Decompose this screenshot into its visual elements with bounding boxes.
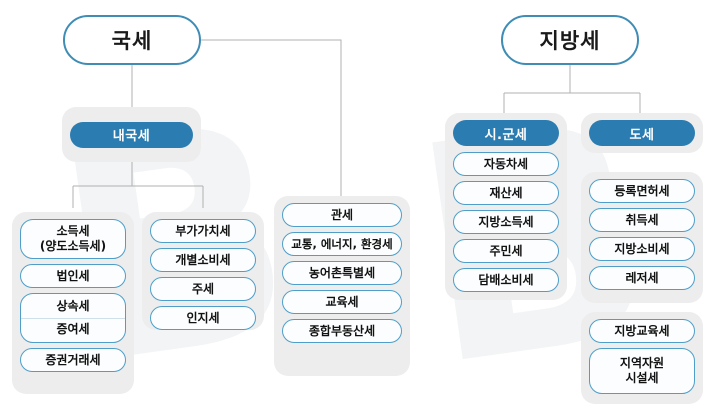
leaf-item[interactable]: 자동차세	[453, 152, 559, 176]
leaf-label: 종합부동산세	[308, 323, 376, 338]
group-panel-internal-col-2: 부가가치세 개별소비세 주세 인지세	[142, 212, 264, 330]
root-label: 지방세	[539, 29, 601, 53]
leaf-item[interactable]: 취득세	[589, 208, 695, 232]
leaf-label: 취득세	[625, 212, 659, 227]
leaf-item[interactable]: 인지세	[150, 306, 256, 330]
leaf-item[interactable]: 소득세 (양도소득세)	[20, 219, 126, 259]
leaf-item[interactable]: 지방교육세	[589, 319, 695, 343]
leaf-item[interactable]: 주민세	[453, 239, 559, 263]
leaf-label: 지방소득세	[478, 214, 534, 229]
leaf-item[interactable]: 교통, 에너지, 환경세	[282, 232, 402, 256]
leaf-label: 교통, 에너지, 환경세	[291, 236, 393, 251]
leaf-item[interactable]: 부가가치세	[150, 219, 256, 243]
leaf-label: 개별소비세	[175, 252, 231, 267]
leaf-label: 농어촌특별세	[308, 265, 376, 280]
leaf-item-split[interactable]: 상속세 증여세	[20, 293, 126, 343]
leaf-label: 인지세	[186, 310, 220, 325]
leaf-label: 레저세	[625, 270, 659, 285]
leaf-label: 상속세	[56, 299, 90, 314]
leaf-label: 재산세	[489, 185, 523, 200]
section-panel-internal-header: 내국세	[62, 107, 201, 162]
section-header-internal-tax[interactable]: 내국세	[70, 121, 193, 148]
leaf-label: 등록면허세	[614, 183, 670, 198]
leaf-label: (양도소득세)	[39, 239, 107, 253]
section-header-label: 시.군세	[484, 127, 528, 143]
leaf-label: 소득세	[56, 224, 90, 238]
leaf-label: 부가가치세	[175, 223, 231, 238]
leaf-label: 법인세	[56, 268, 90, 283]
leaf-label: 시설세	[625, 371, 659, 385]
leaf-item[interactable]: 법인세	[20, 264, 126, 288]
leaf-item[interactable]: 담배소비세	[453, 268, 559, 292]
group-panel-province-header: 도세	[581, 113, 703, 153]
group-panel-city-county: 시.군세 자동차세 재산세 지방소득세 주민세 담배소비세	[445, 113, 567, 300]
root-box-national[interactable]: 국세	[63, 15, 201, 65]
leaf-item[interactable]: 지역자원 시설세	[589, 348, 695, 394]
leaf-item[interactable]: 등록면허세	[589, 179, 695, 203]
section-header-province-tax[interactable]: 도세	[589, 120, 695, 146]
group-panel-customs: 관세 교통, 에너지, 환경세 농어촌특별세 교육세 종합부동산세	[274, 196, 410, 376]
leaf-label: 주민세	[489, 243, 523, 258]
group-panel-province-col-2: 지방교육세 지역자원 시설세	[581, 312, 703, 404]
leaf-item[interactable]: 증권거래세	[20, 348, 126, 372]
leaf-item[interactable]: 재산세	[453, 181, 559, 205]
leaf-item[interactable]: 교육세	[282, 290, 402, 314]
group-panel-province-col-1: 등록면허세 취득세 지방소비세 레저세	[581, 172, 703, 303]
leaf-label: 담배소비세	[478, 272, 534, 287]
leaf-label: 증여세	[21, 317, 125, 340]
root-box-local[interactable]: 지방세	[501, 15, 639, 65]
leaf-item[interactable]: 종합부동산세	[282, 319, 402, 343]
leaf-label: 교육세	[325, 294, 359, 309]
leaf-label: 지역자원	[619, 356, 665, 370]
leaf-item[interactable]: 개별소비세	[150, 248, 256, 272]
root-label: 국세	[111, 29, 153, 53]
leaf-item[interactable]: 관세	[282, 203, 402, 227]
leaf-item[interactable]: 레저세	[589, 266, 695, 290]
leaf-item[interactable]: 농어촌특별세	[282, 261, 402, 285]
leaf-item[interactable]: 지방소득세	[453, 210, 559, 234]
section-header-city-county-tax[interactable]: 시.군세	[453, 120, 559, 146]
leaf-label: 증권거래세	[45, 352, 101, 367]
leaf-label: 관세	[330, 207, 354, 222]
section-header-label: 도세	[629, 127, 655, 143]
leaf-label: 지방교육세	[614, 323, 670, 338]
group-panel-internal-col-1: 소득세 (양도소득세) 법인세 상속세 증여세 증권거래세	[12, 212, 134, 394]
leaf-label: 지방소비세	[614, 241, 670, 256]
leaf-label: 주세	[191, 281, 215, 296]
leaf-item[interactable]: 지방소비세	[589, 237, 695, 261]
section-header-label: 내국세	[112, 129, 151, 144]
leaf-label: 자동차세	[483, 156, 529, 171]
leaf-item[interactable]: 주세	[150, 277, 256, 301]
